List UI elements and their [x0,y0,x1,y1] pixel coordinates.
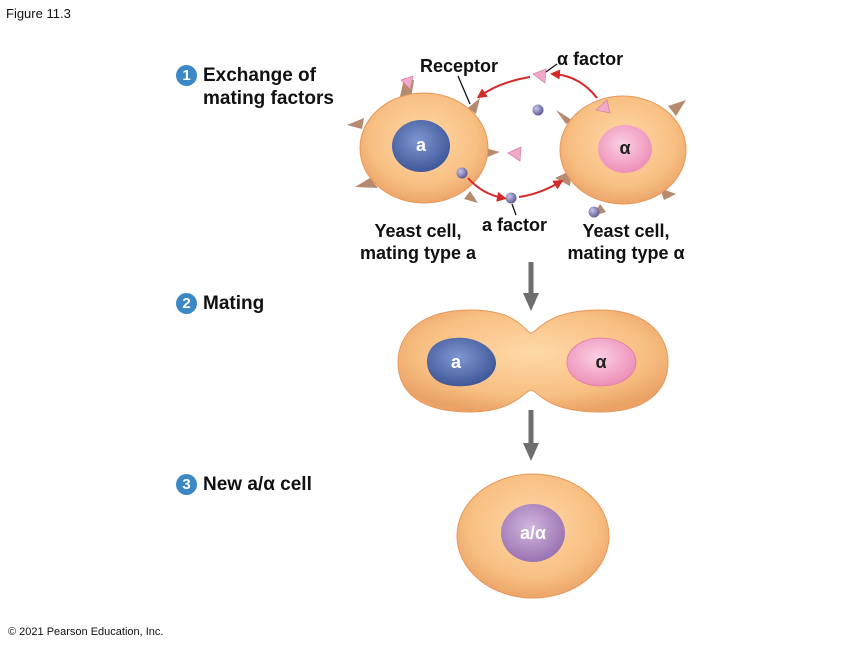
cell-alpha-caption: Yeast cell, mating type α [556,220,696,264]
nucleus-alpha-label: α [619,138,631,158]
step-3-label: 3 New a/α cell [176,473,312,496]
cell-a-caption-line1: Yeast cell, [374,221,462,241]
figure-title: Figure 11.3 [6,6,71,21]
mating-nucleus-a-label: a [450,352,461,372]
nucleus-a-label: a [415,135,426,155]
a-factor-molecules [456,104,600,218]
cell-a-caption-line2: mating type a [359,243,477,263]
a-factor-arrow-to-cell-alpha [518,179,564,198]
step-1-title-line1: Exchange of [203,65,316,86]
copyright-notice: © 2021 Pearson Education, Inc. [8,626,164,638]
step-3-title: New a/α cell [203,474,312,495]
cell-alpha-caption-line1: Yeast cell, [582,221,670,241]
receptor-label: Receptor [420,56,499,76]
step-1-title-line2: mating factors [203,88,334,109]
mating-cells [397,309,669,413]
step-1-label: 1 Exchange of mating factors [176,64,334,110]
a-factor-arrow-from-cell-a [467,177,507,202]
alpha-factor-arrow-from-cell-alpha [550,69,598,99]
mating-nucleus-alpha-label: α [595,352,607,372]
alpha-factor-leader-line [545,63,558,73]
receptor-leader-line [457,75,471,105]
alpha-factor-label: α factor [557,49,624,69]
nucleus-alpha [598,125,652,173]
step-3-badge: 3 [176,474,197,495]
a-factor-leader-line [511,203,517,216]
step-1-badge: 1 [176,65,197,86]
nucleus-new-a-alpha [501,504,565,562]
step-2-badge: 2 [176,293,197,314]
step-2-label: 2 Mating [176,292,264,315]
alpha-factor-molecules [400,68,611,162]
mating-nucleus-alpha [566,337,637,387]
alpha-factor-arrow-to-cell-a [476,76,531,99]
new-nucleus-label: a/α [519,523,547,543]
cell-a-caption: Yeast cell, mating type a [350,220,486,264]
mating-nucleus-a [427,337,497,387]
a-factor-label: a factor [482,215,548,235]
step-2-title: Mating [203,293,265,314]
cell-alpha-caption-line2: mating type α [567,243,685,263]
nucleus-a [392,120,450,172]
